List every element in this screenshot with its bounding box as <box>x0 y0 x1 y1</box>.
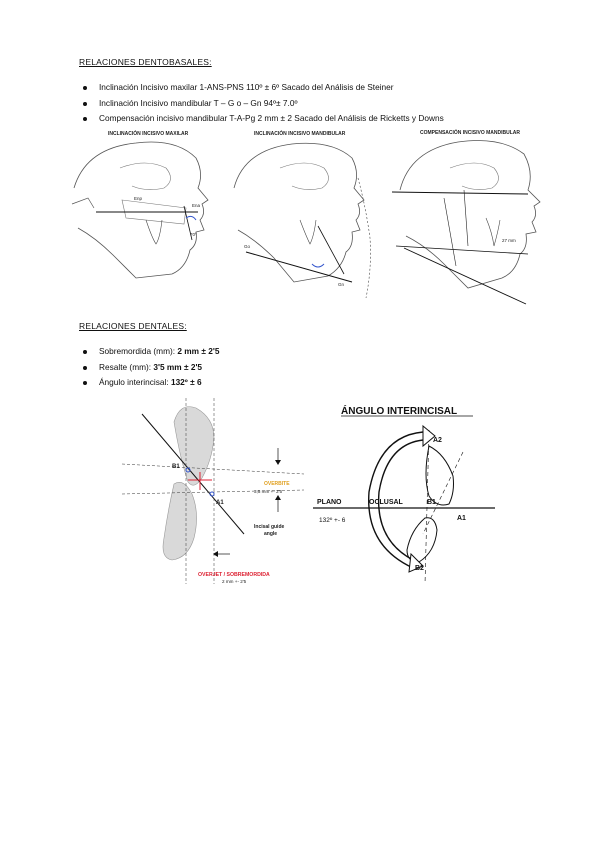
bullet-icon <box>83 381 87 385</box>
label-b2: B2 <box>415 565 424 572</box>
label-enp: Enp <box>134 196 143 201</box>
list-item: Compensación incisivo mandibular T-A-Pg … <box>79 111 444 127</box>
label-plano: PLANO <box>317 499 342 506</box>
dentobasal-heading: RELACIONES DENTOBASALES: <box>79 57 212 67</box>
label-overbite-value: 3,5 mm +- 2'5 <box>254 489 283 494</box>
list-item: Inclinación Incisivo maxilar 1-ANS-PNS 1… <box>79 80 444 96</box>
label-overjet-value: 2 mm +- 2'5 <box>222 579 247 584</box>
bullet-icon <box>83 365 87 370</box>
label-overjet: OVERJET / SOBREMORDIDA <box>198 572 270 578</box>
label-ena: Ena <box>192 203 201 208</box>
bullet-icon <box>83 350 87 354</box>
list-item: Sobremordida (mm): 2 mm ± 2'5 <box>79 344 219 360</box>
interincisal-title: ÁNGULO INTERINCISAL <box>341 404 457 417</box>
panel-mandibular: INCLINACIÓN INCISIVO MANDIBULAR Go Gn <box>233 129 371 299</box>
list-item: Resalte (mm): 3'5 mm ± 2'5 <box>79 360 219 376</box>
label-angle: 70º <box>190 232 197 237</box>
panel-title: INCLINACIÓN INCISIVO MANDIBULAR <box>254 129 346 137</box>
list-item: Ángulo interincisal: 132º ± 6 <box>79 375 219 391</box>
dentobasal-list: Inclinación Incisivo maxilar 1-ANS-PNS 1… <box>79 80 444 127</box>
bullet-icon <box>83 117 87 121</box>
label-b1: B1 <box>172 464 180 470</box>
dental-list: Sobremordida (mm): 2 mm ± 2'5 Resalte (m… <box>79 344 219 391</box>
dental-heading: RELACIONES DENTALES: <box>79 321 187 331</box>
label-incisal-angle: angle <box>264 531 277 537</box>
label-oclusal: OCLUSAL <box>369 499 404 506</box>
label-angle: 132º +- 6 <box>319 517 346 524</box>
label-overbite: OVERBITE <box>264 481 290 487</box>
label-mm: 27 mm <box>502 238 516 243</box>
cephalometric-figures: INCLINACIÓN INCISIVO MAXILAR Enp Ena 70º… <box>66 128 560 310</box>
label-go: Go <box>244 244 251 249</box>
bullet-icon <box>83 86 87 90</box>
label-a2: A2 <box>433 437 442 444</box>
label-incisal-guide: Incisal guide <box>254 524 285 530</box>
label-gn: Gn <box>338 282 345 287</box>
label-b1: B1 <box>427 499 436 506</box>
list-item: Inclinación Incisivo mandibular T – G o … <box>79 96 444 112</box>
panel-compensacion: COMPENSACIÓN INCISIVO MANDIBULAR 27 mm <box>391 128 541 305</box>
label-a1: A1 <box>216 500 224 506</box>
panel-maxilar: INCLINACIÓN INCISIVO MAXILAR Enp Ena 70º <box>71 129 209 279</box>
overbite-figure: B1 A1 OVERBITE 3,5 mm +- 2'5 Incisal gui… <box>118 398 308 584</box>
panel-title: COMPENSACIÓN INCISIVO MANDIBULAR <box>420 128 520 136</box>
panel-title: INCLINACIÓN INCISIVO MAXILAR <box>108 129 189 137</box>
label-a1: A1 <box>457 515 466 522</box>
bullet-icon <box>83 101 87 106</box>
interincisal-figure: ÁNGULO INTERINCISAL A2 B1 A1 B2 PLANO OC… <box>313 400 495 584</box>
